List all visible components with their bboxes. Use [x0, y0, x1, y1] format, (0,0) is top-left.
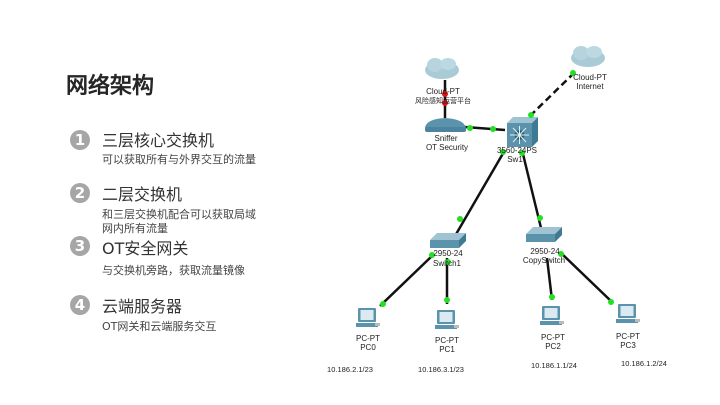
- pc0-ip: 10.186.2.1/23: [327, 365, 373, 374]
- sw1-name: Sw1: [507, 155, 523, 164]
- pc-icon-pc3: [616, 304, 640, 323]
- link-up-dot: [537, 215, 543, 221]
- pc1-ip: 10.186.3.1/23: [418, 365, 464, 374]
- item-heading-4: 云端服务器: [102, 297, 183, 316]
- link-up-dot: [570, 70, 576, 76]
- link-up-dot: [549, 294, 555, 300]
- item-heading-2: 二层交换机: [102, 185, 183, 204]
- item-desc-1: 可以获取所有与外界交互的流量: [102, 153, 256, 166]
- link-up-dot: [467, 125, 473, 131]
- item-desc-3: 与交换机旁路，获取流量镜像: [102, 264, 245, 277]
- pc2-name: PC2: [545, 342, 561, 351]
- link-up-dot: [519, 150, 525, 156]
- pc2-ip: 10.186.1.1/24: [531, 361, 577, 370]
- link-up-dot: [608, 299, 614, 305]
- link-up-dot: [429, 252, 435, 258]
- link-down-dot: [442, 91, 448, 97]
- item-heading-1: 三层核心交换机: [102, 131, 215, 150]
- cloud-icon-internet: [571, 46, 605, 67]
- pc3-type: PC-PT: [616, 332, 640, 341]
- item-heading-3: OT安全网关: [102, 239, 189, 258]
- link-up-dot: [558, 251, 564, 257]
- link-up-dot: [445, 259, 451, 265]
- pc0-name: PC0: [360, 343, 376, 352]
- link-up-dot: [500, 149, 506, 155]
- link-switch1-pc0: [379, 255, 433, 307]
- switch1-name: Switch1: [433, 259, 462, 268]
- switch1-type: 2950-24: [433, 249, 463, 258]
- number-badge-1: 1: [70, 130, 90, 150]
- link-up-dot: [457, 216, 463, 222]
- pc2-type: PC-PT: [541, 333, 565, 342]
- pc0-type: PC-PT: [356, 334, 380, 343]
- link-sw1-internet: [529, 71, 576, 117]
- link-copyswitch-pc2: [545, 257, 554, 301]
- sw1-type: 3560-24PS: [497, 146, 537, 155]
- cloud-icon-left: [425, 58, 459, 79]
- cloud-right-type: Cloud-PT: [573, 73, 607, 82]
- cloud-right-name: Internet: [576, 82, 604, 91]
- pc3-name: PC3: [620, 341, 636, 350]
- link-status-dots: [380, 70, 614, 307]
- link-up-dot: [444, 297, 450, 303]
- cloud-left-type: Cloud-PT: [426, 87, 460, 96]
- sniffer-name: OT Security: [426, 143, 468, 152]
- number-badge-2: 2: [70, 183, 90, 203]
- pc3-ip: 10.186.1.2/24: [621, 359, 667, 368]
- switch-icon-switch1: [430, 233, 466, 248]
- copyswitch-name: CopySwitch: [523, 256, 565, 265]
- number-badge-4: 4: [70, 295, 90, 315]
- link-up-dot: [380, 301, 386, 307]
- pc-icon-pc0: [356, 308, 380, 327]
- number-badge-3: 3: [70, 236, 90, 256]
- cloud-left-name: 风险感知运营平台: [415, 96, 471, 105]
- sniffer-type: Sniffer: [435, 134, 458, 143]
- pc-icon-pc1: [435, 310, 459, 329]
- link-copyswitch-pc3: [560, 252, 613, 303]
- pc1-name: PC1: [439, 345, 455, 354]
- pc1-type: PC-PT: [435, 336, 459, 345]
- link-sw1-copyswitch: [520, 149, 543, 229]
- link-up-dot: [490, 126, 496, 132]
- item-desc-4: OT网关和云端服务交互: [102, 320, 217, 333]
- link-sw1-switch1: [453, 149, 507, 237]
- switch-icon-copyswitch: [526, 227, 562, 242]
- link-up-dot: [528, 112, 534, 118]
- item-desc-2: 和三层交换机配合可以获取局域网内所有流量: [102, 208, 256, 235]
- page-title: 网络架构: [66, 74, 155, 99]
- sniffer-icon: [425, 118, 466, 132]
- pc-icon-pc2: [540, 306, 564, 325]
- copyswitch-type: 2950-24: [530, 247, 560, 256]
- multilayer-switch-icon: [507, 117, 538, 147]
- link-down-dot: [442, 100, 448, 106]
